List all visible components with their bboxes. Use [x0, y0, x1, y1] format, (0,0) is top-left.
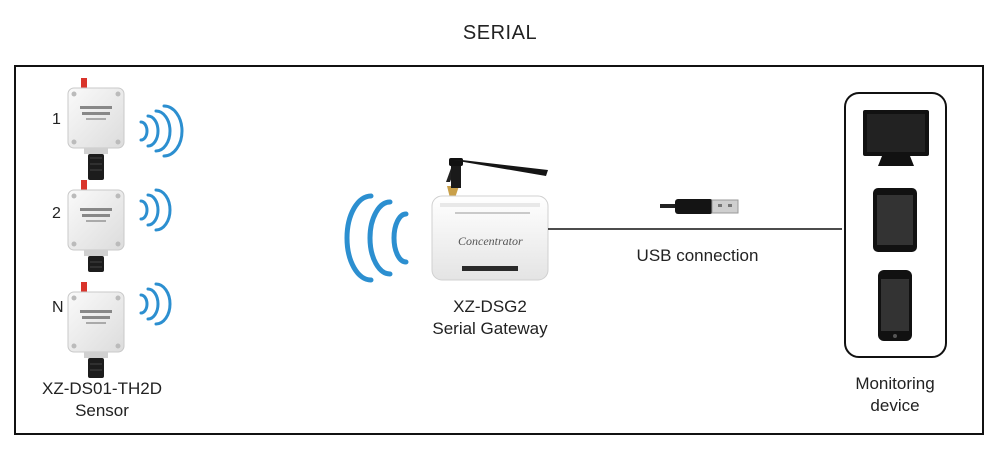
sensor-name: XZ-DS01-TH2D — [42, 379, 162, 398]
sensor-2 — [67, 180, 125, 272]
gateway-logo-text: Concentrator — [458, 234, 523, 248]
sensor-led-icon — [81, 180, 87, 192]
gateway-slot — [462, 266, 518, 271]
antenna-icon — [452, 160, 548, 176]
sensor-n-label: N — [52, 299, 64, 316]
sensor-probe — [88, 358, 104, 378]
usb-connection-label: USB connection — [636, 246, 759, 265]
diagram-frame — [14, 65, 984, 435]
sensor-led-icon — [81, 78, 87, 90]
sensor-2-wireless-icon — [139, 188, 172, 232]
monitoring-caption: Monitoring device — [830, 373, 960, 417]
page-title: SERIAL — [462, 22, 538, 44]
gateway-name: XZ-DSG2 — [453, 297, 527, 316]
tablet-icon — [873, 188, 917, 252]
sensor-1 — [67, 78, 125, 180]
monitoring-name: Monitoring — [855, 374, 935, 393]
usb-plug-icon — [660, 199, 739, 214]
gateway-wireless-icon — [344, 193, 409, 283]
sensor-caption: XZ-DS01-TH2D Sensor — [22, 378, 182, 422]
sensor-led-icon — [81, 282, 87, 294]
sensor-probe — [88, 256, 104, 272]
monitoring-type: device — [870, 396, 920, 415]
sensor-1-label: 1 — [52, 111, 61, 128]
sensor-1-wireless-icon — [139, 104, 184, 158]
gateway-device — [431, 158, 549, 281]
sensor-2-label: 2 — [52, 205, 61, 222]
sensor-n-wireless-icon — [139, 282, 172, 326]
sensor-n — [67, 282, 125, 378]
monitor-icon — [863, 110, 929, 166]
gateway-caption: XZ-DSG2 Serial Gateway — [400, 296, 580, 340]
sensor-probe — [88, 154, 104, 180]
sensor-type: Sensor — [75, 401, 129, 420]
phone-icon — [878, 270, 912, 341]
gateway-type: Serial Gateway — [432, 319, 548, 338]
